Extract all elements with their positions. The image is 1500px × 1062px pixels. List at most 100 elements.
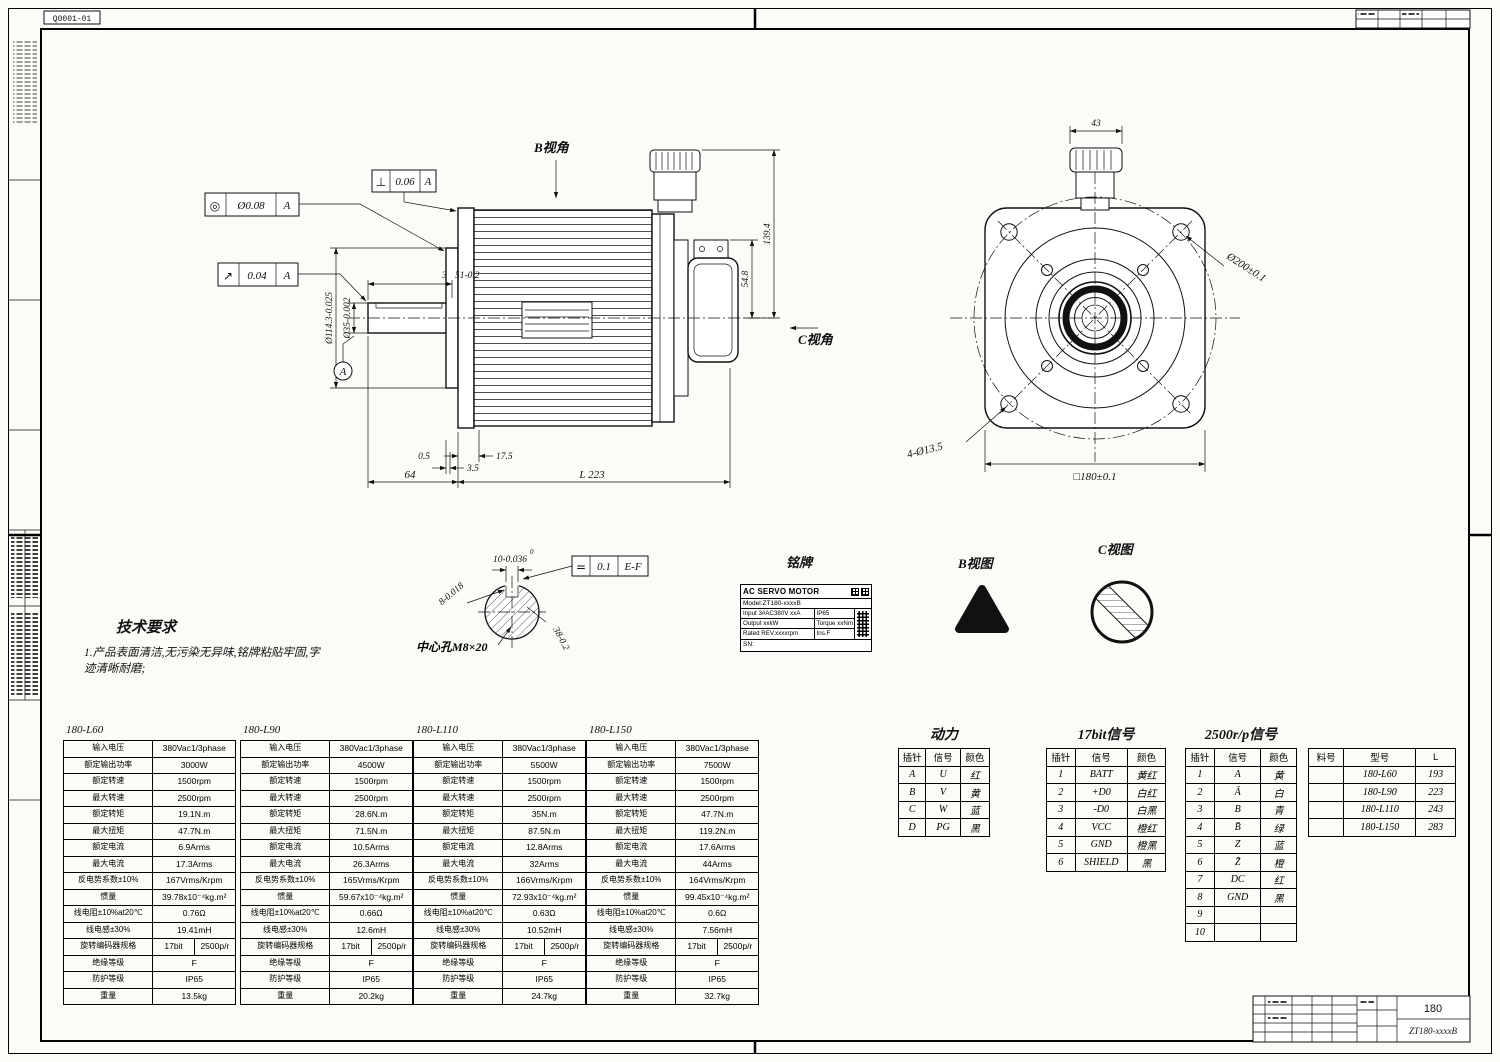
table-cell: Z [1213,835,1262,854]
table-cell: 4500W [329,756,413,774]
table-row: 线电感±30%7.56mH [585,921,759,939]
table-cell: 惯量 [412,888,504,906]
left-margin-text-block [13,40,37,124]
dim-key-side: 8-0.018 [437,581,466,608]
table-cell: 蓝 [959,800,991,819]
nameplate-rated: Rated REV.xxxxrpm [743,630,799,637]
table-cell: 17bit [502,938,545,956]
nameplate-torque: Torque xxNm [813,619,854,628]
table-cell: 5 [1185,835,1215,854]
table-cell: 重量 [62,987,154,1005]
table-cell: 线电阻±10%at20℃ [585,905,677,923]
sheet-furniture: Q0001-01 [8,8,1492,1054]
dim-64: 64 [405,469,417,481]
table-cell: 额定电流 [412,839,504,857]
power-connector-front [1069,147,1123,211]
table-cell: 输入电压 [412,740,504,758]
nameplate-label: 铭牌 [786,555,814,570]
view-b-label: B视图 [957,556,995,571]
table-cell: 39.78x10⁻⁴kg.m² [152,888,236,906]
table-cell: GND [1213,888,1262,907]
table-row: 线电感±30%10.52mH [412,921,586,939]
table-cell: 2500p/r [193,938,237,956]
table-cell: 防护等级 [62,971,154,989]
table-cell: B [897,783,927,802]
table-header-cell: 料号 [1307,748,1345,767]
table-cell: 线电感±30% [585,921,677,939]
table-cell: 9 [1185,905,1215,924]
table-cell: 惯量 [62,888,154,906]
table-cell: 4 [1046,818,1076,837]
table-cell: 绝缘等级 [239,954,331,972]
brand-logo-icon [851,587,859,596]
table-cell: 最大电流 [239,855,331,873]
table-cell: 最大电流 [62,855,154,873]
table-cell: 7 [1185,870,1215,889]
table-cell: 额定转矩 [585,806,677,824]
motor-side-view [348,149,772,429]
dim-3: 3 [441,271,447,281]
nameplate-output: Output xxkW [743,620,779,627]
left-margin-text-block [11,536,38,598]
table-row: 线电感±30%19.41mH [62,921,236,939]
table-cell: 惯量 [585,888,677,906]
table-cell: 380Vac1/3phase [502,740,586,758]
table-cell: 黄红 [1126,765,1167,784]
doc-code: Q0001-01 [53,15,92,24]
table-header-cell: 信号 [925,748,961,767]
table-cell: 最大电流 [585,855,677,873]
svg-text:Ø0.08: Ø0.08 [236,200,265,212]
table-cell: 绝缘等级 [412,954,504,972]
centering-marks [8,8,1492,1054]
table-cell: 重量 [239,987,331,1005]
svg-text:=: = [576,560,586,574]
table-cell: DC [1213,870,1262,889]
nameplate-ins: Ins.F [813,629,854,639]
dim-key-height: 38-0.2 [550,625,571,652]
table-row: 插针信号颜色 [897,748,991,767]
table-header-cell: 型号 [1343,748,1417,767]
table-cell: 橙 [1260,853,1297,872]
svg-text:◎: ◎ [210,199,220,213]
table-cell: 87.5N.m [502,822,586,840]
center-hole-label: 中心孔M8×20 [416,640,488,654]
side-view-dimensions: 64 L 223 17.5 3.5 0.5 3 51-0.2 Ø114.3-0.… [204,140,834,488]
inner-border [40,28,1470,1042]
table-cell: 橙黑 [1126,835,1167,854]
dim-shaft-diameter: Ø35-0.002 [343,297,353,339]
table-header-cell: 信号 [1213,748,1262,767]
table-cell: GND [1074,835,1128,854]
table-cell: 黑 [1260,888,1297,907]
power-connector-side [649,149,701,213]
table-cell: 惯量 [239,888,331,906]
nameplate-on-motor [521,301,593,339]
table-cell: D [897,818,927,837]
tech-req-title: 技术要求 [116,620,177,636]
table-cell: 2500p/r [543,938,587,956]
table-cell: 380Vac1/3phase [152,740,236,758]
table-header-cell: 插针 [1046,748,1076,767]
table-cell: 额定转速 [412,773,504,791]
table-cell: 12.8Arms [502,839,586,857]
